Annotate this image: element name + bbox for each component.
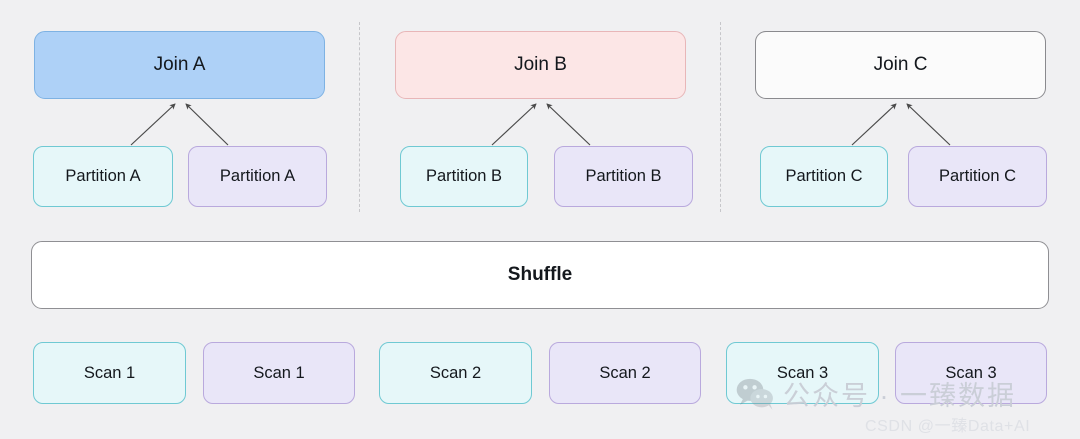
node-scan-1b[interactable]: Scan 1 xyxy=(203,342,355,404)
node-label: Scan 2 xyxy=(429,363,482,382)
node-partition-a-2[interactable]: Partition A xyxy=(188,146,327,207)
node-scan-3b[interactable]: Scan 3 xyxy=(895,342,1047,404)
node-label: Join A xyxy=(153,53,206,75)
node-label: Partition B xyxy=(585,167,662,186)
group-divider-2 xyxy=(720,22,721,212)
node-partition-b-2[interactable]: Partition B xyxy=(554,146,693,207)
node-join-a[interactable]: Join A xyxy=(34,31,325,99)
watermark-subtext: CSDN @一臻Data+AI xyxy=(865,418,1031,435)
node-label: Partition A xyxy=(219,167,296,186)
node-join-c[interactable]: Join C xyxy=(755,31,1046,99)
node-partition-a-1[interactable]: Partition A xyxy=(33,146,173,207)
node-label: Partition C xyxy=(785,167,863,186)
node-label: Join C xyxy=(873,53,928,75)
node-partition-c-2[interactable]: Partition C xyxy=(908,146,1047,207)
node-join-b[interactable]: Join B xyxy=(395,31,686,99)
node-partition-c-1[interactable]: Partition C xyxy=(760,146,888,207)
node-partition-b-1[interactable]: Partition B xyxy=(400,146,528,207)
node-label: Partition B xyxy=(425,167,503,186)
node-label: Join B xyxy=(514,53,567,75)
node-label: Scan 1 xyxy=(253,363,305,382)
node-label: Shuffle xyxy=(507,263,573,285)
node-scan-3a[interactable]: Scan 3 xyxy=(726,342,879,404)
node-label: Scan 3 xyxy=(776,363,829,382)
node-label: Scan 1 xyxy=(83,363,136,382)
node-label: Partition A xyxy=(65,167,141,186)
node-label: Partition C xyxy=(938,167,1017,186)
node-scan-2b[interactable]: Scan 2 xyxy=(549,342,701,404)
node-scan-2a[interactable]: Scan 2 xyxy=(379,342,532,404)
node-label: Scan 2 xyxy=(599,363,651,382)
group-divider-1 xyxy=(359,22,360,212)
node-scan-1a[interactable]: Scan 1 xyxy=(33,342,186,404)
node-label: Scan 3 xyxy=(945,363,997,382)
node-shuffle[interactable]: Shuffle xyxy=(31,241,1049,309)
